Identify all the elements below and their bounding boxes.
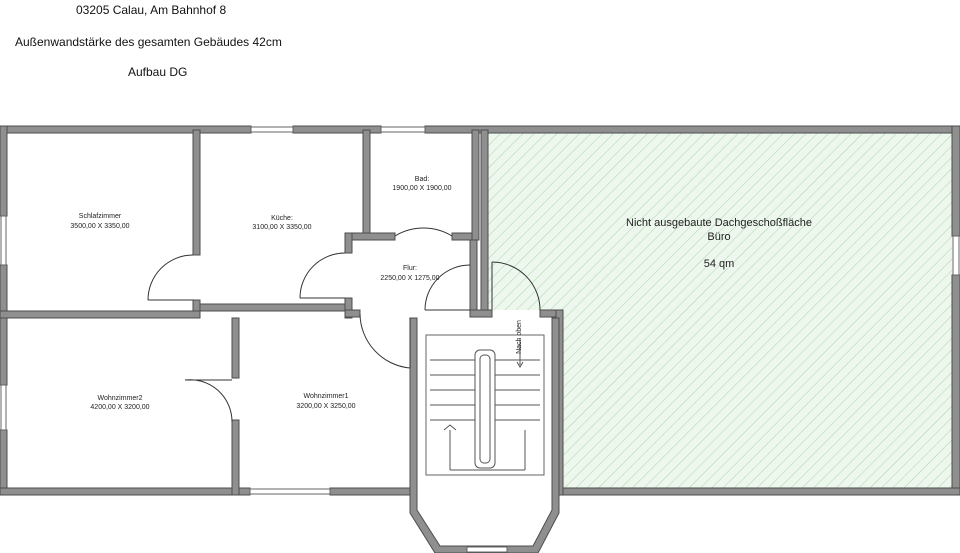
room-name-wohnzimmer2: Wohnzimmer2 xyxy=(98,395,143,402)
room-dims-kueche: 3100,00 X 3350,00 xyxy=(252,224,311,231)
address-text: 03205 Calau, Am Bahnhof 8 xyxy=(76,3,227,17)
room-name-kueche: Küche: xyxy=(271,215,293,222)
room-name-schlafzimmer: Schlafzimmer xyxy=(79,213,122,220)
stairwell xyxy=(409,317,560,553)
room-dims-flur: 2250,00 X 1275,00 xyxy=(380,275,439,282)
attic-hatch-lower xyxy=(562,310,952,488)
interior-walls xyxy=(0,129,564,496)
room-dims-bad: 1900,00 X 1900,00 xyxy=(392,185,451,192)
stairs-direction-label: Nach oben xyxy=(516,320,523,354)
windows xyxy=(0,126,960,553)
attic-label-line1: Nicht ausgebaute Dachgeschoßfläche xyxy=(626,217,812,229)
room-name-wohnzimmer1: Wohnzimmer1 xyxy=(304,393,349,400)
room-dims-schlafzimmer: 3500,00 X 3350,00 xyxy=(70,223,129,230)
stair-treads xyxy=(430,359,540,471)
doors xyxy=(147,227,541,423)
attic-area-label: 54 qm xyxy=(704,258,735,270)
room-dims-wohnzimmer2: 4200,00 X 3200,00 xyxy=(90,404,149,411)
floor-title: Aufbau DG xyxy=(128,65,188,79)
attic-label-line2: Büro xyxy=(707,231,730,243)
room-name-flur: Flur: xyxy=(403,265,417,272)
room-name-bad: Bad: xyxy=(415,176,429,183)
room-dims-wohnzimmer1: 3200,00 X 3250,00 xyxy=(296,403,355,410)
stair-landing-area xyxy=(488,310,556,490)
wall-thickness-text: Außenwandstärke des gesamten Gebäudes 42… xyxy=(15,35,282,49)
